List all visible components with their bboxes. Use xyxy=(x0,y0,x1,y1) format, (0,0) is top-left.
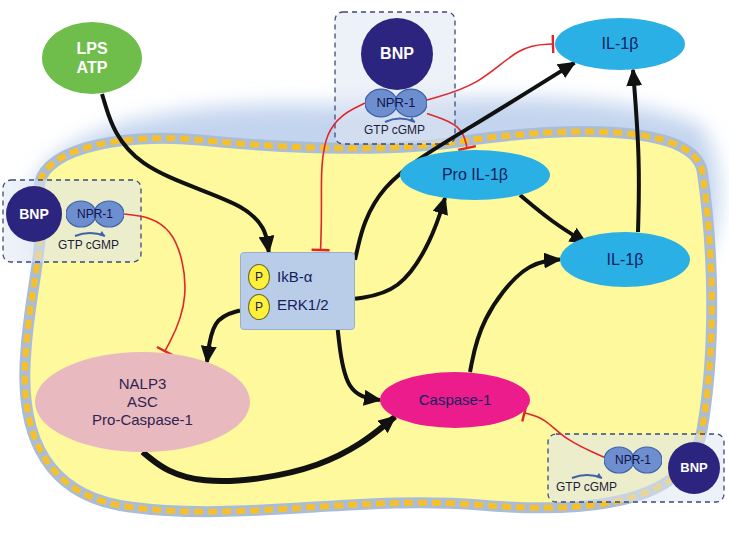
node-label: NPR-1 xyxy=(376,95,415,111)
node-label: IkB-α xyxy=(277,268,312,286)
node-label: ASC xyxy=(127,393,158,411)
inflammasome-ellipse: NALP3ASCPro-Caspase-1 xyxy=(35,352,250,452)
activation-arrow xyxy=(355,198,445,299)
precursor-ellipse: Pro IL-1β xyxy=(400,150,550,200)
activation-arrow xyxy=(102,94,269,252)
receptor-group-outline xyxy=(3,180,141,262)
node-label: BNP xyxy=(680,460,707,476)
conversion-arrowhead xyxy=(596,473,602,478)
ligand-circle: BNP xyxy=(361,18,433,90)
inhibition-line xyxy=(321,103,365,250)
receptor-shape: NPR-1 xyxy=(365,88,427,118)
node-label: BNP xyxy=(19,206,49,223)
node-label: IL-1β xyxy=(607,250,644,269)
phospho-circle: P xyxy=(248,294,270,321)
node-label: LPS ATP xyxy=(70,39,114,77)
node-label: NPR-1 xyxy=(615,453,651,467)
activation-arrow xyxy=(338,330,380,400)
activation-arrow xyxy=(470,260,560,373)
inhibition-line xyxy=(124,214,185,351)
node-label: Pro-Caspase-1 xyxy=(92,411,193,429)
conversion-arrowhead xyxy=(409,117,415,122)
signaling-box: IkB-αERK1/2 P P xyxy=(240,252,355,330)
activation-arrow xyxy=(207,311,240,363)
enzyme-ellipse: Caspase-1 xyxy=(380,372,530,428)
ligand-circle: BNP xyxy=(668,442,720,494)
node-label: P xyxy=(255,300,263,314)
molecule-label: GTP cGMP xyxy=(556,480,617,494)
activation-arrow xyxy=(355,63,575,260)
node-label: IL-1β xyxy=(602,34,639,53)
cytokine-ellipse: IL-1β xyxy=(560,232,690,287)
phospho-circle: P xyxy=(248,264,270,291)
stimulus-ellipse: LPS ATP xyxy=(42,22,142,94)
node-label: P xyxy=(255,270,263,284)
ligand-circle: BNP xyxy=(6,186,62,242)
node-label: Caspase-1 xyxy=(419,391,492,409)
activation-arrow xyxy=(633,70,639,232)
receptor-shape: NPR-1 xyxy=(604,446,662,474)
node-label: Pro IL-1β xyxy=(442,165,508,184)
cytokine-ellipse: IL-1β xyxy=(555,18,685,70)
node-label: ERK1/2 xyxy=(277,296,329,314)
node-label: NALP3 xyxy=(119,375,167,393)
activation-arrow xyxy=(520,195,586,243)
receptor-group-outline xyxy=(335,12,455,144)
conversion-arrowhead xyxy=(99,231,105,236)
node-label: BNP xyxy=(380,44,414,63)
molecule-label: GTP cGMP xyxy=(58,238,119,252)
molecule-label: GTP cGMP xyxy=(364,123,425,137)
receptor-group-outline xyxy=(548,434,724,502)
node-label: NPR-1 xyxy=(77,207,113,221)
inhibition-line xyxy=(427,44,553,100)
inhibition-line xyxy=(524,413,604,457)
receptor-shape: NPR-1 xyxy=(66,200,124,228)
